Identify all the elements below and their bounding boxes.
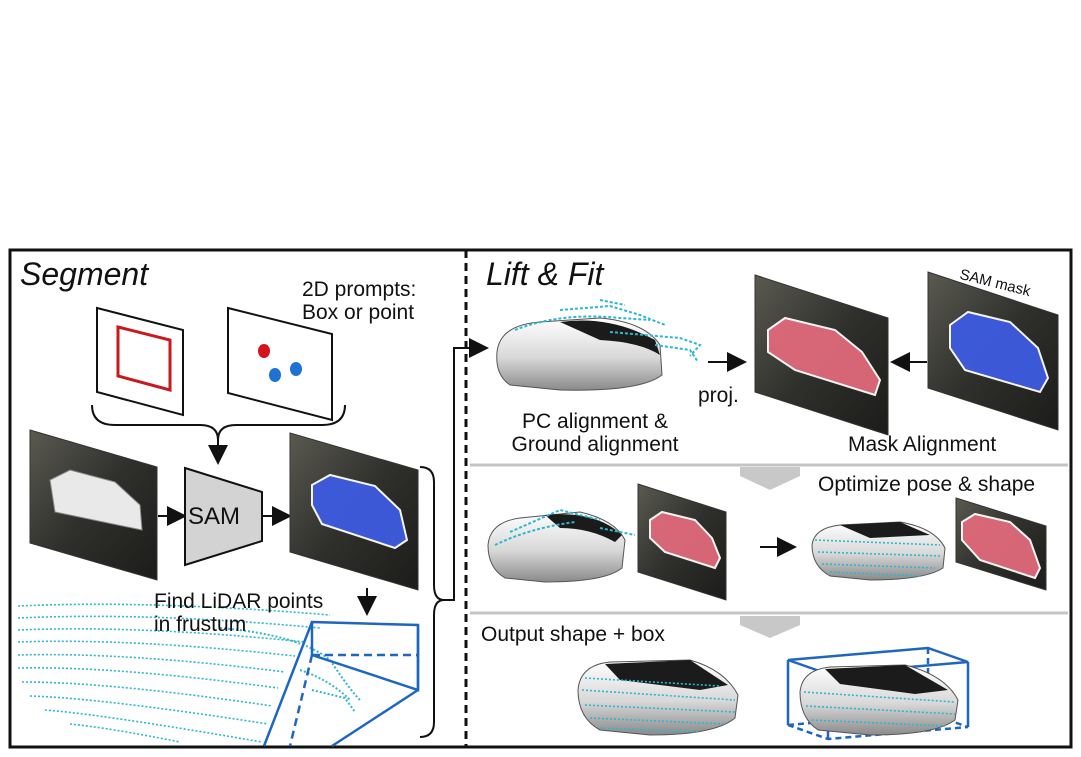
input-image-van [49,469,143,531]
output-label: Output shape + box [481,623,665,646]
output-shape-car [577,659,739,736]
red-mask-overlay [767,316,882,397]
optimized-car-1 [487,508,636,583]
point-prompt-blue-1 [269,368,281,382]
lidar-points [17,603,361,743]
output-box-car [799,664,959,736]
sam-mask-blue [949,310,1050,394]
prompts-label-line2: Box or point [302,301,415,324]
sam-label: SAM [188,503,241,530]
liftfit-heading: Lift & Fit [486,256,604,292]
optimize-red-mask-2 [961,512,1042,580]
point-prompt-card [227,306,333,422]
pc-label-line1: PC alignment & [522,410,668,433]
frustum [262,620,420,748]
optimize-red-mask-1 [649,510,722,570]
proj-label: proj. [698,384,739,407]
outer-border [8,248,1073,749]
prompts-label-line1: 2D prompts: [302,278,417,301]
optimize-label: Optimize pose & shape [818,473,1036,496]
point-prompt-red [258,344,270,358]
lidar-label-line2: in frustum [154,613,247,636]
segment-heading: Segment [20,256,149,292]
gray-down-arrow-1 [740,467,800,490]
optimized-car-2 [811,521,946,581]
brace-to-liftfit-arrow [444,338,489,601]
pc-label-line2: Ground alignment [511,433,679,456]
box-prompt-rectangle [116,325,172,392]
blue-mask [311,473,409,550]
lidar-label-line1: Find LiDAR points [154,590,324,613]
pc-aligned-car [496,299,702,391]
segment-output-brace [419,466,445,738]
mask-alignment-label: Mask Alignment [848,433,997,456]
sam-block [184,466,263,567]
gray-down-arrow-2 [740,616,800,638]
point-prompt-blue-2 [290,362,302,376]
